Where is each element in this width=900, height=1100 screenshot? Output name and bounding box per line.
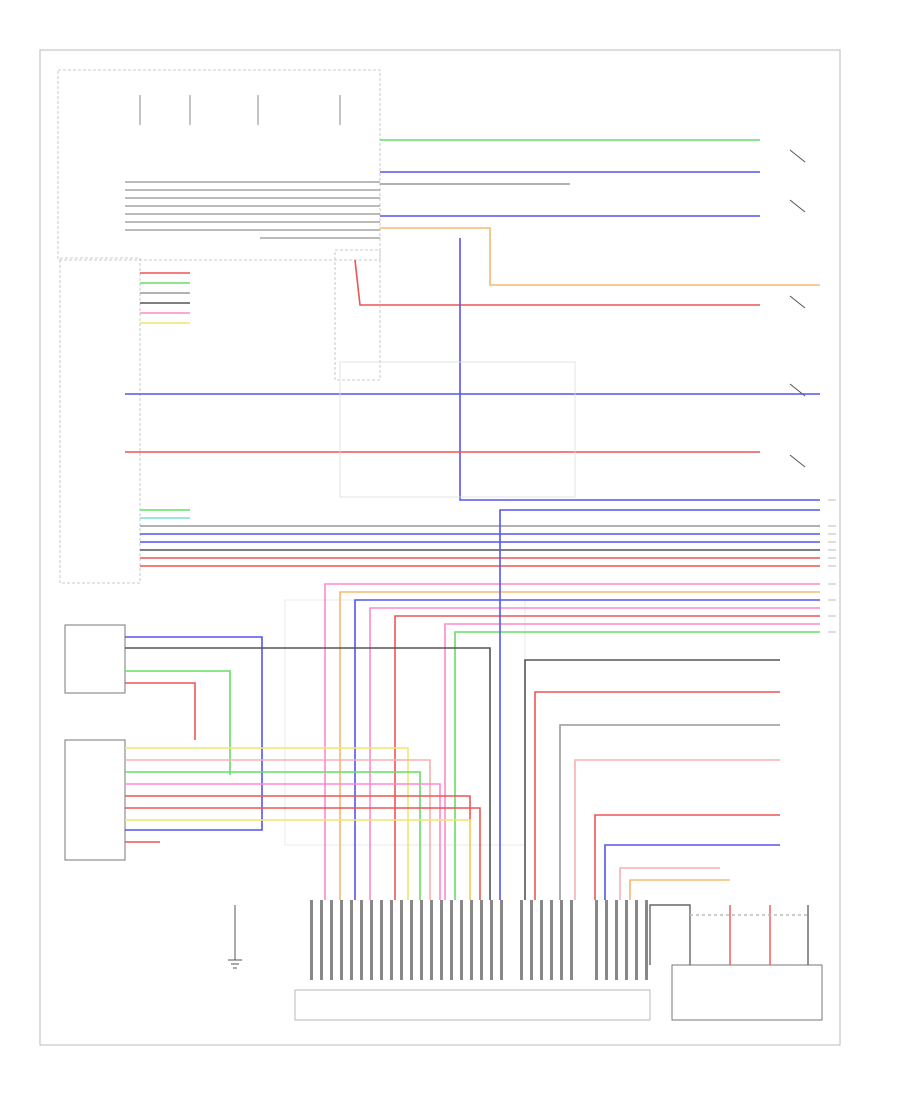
left-module-2 [64,739,126,861]
right-bottom-drops [649,904,809,965]
center-connector-box [334,249,381,381]
switch-symbols [789,149,806,468]
ground-symbol [228,905,242,969]
left-pin-wires [140,272,190,324]
top-module-box [57,69,381,261]
faint-box-1 [339,361,576,498]
top-box-harness [125,181,380,239]
bottom-connector-pins [310,900,648,980]
top-right-wires [354,139,820,501]
left-side-box [59,257,141,584]
diagram-frame [39,49,841,1046]
right-edge-ticks [828,499,836,633]
bottom-center-module [294,989,651,1021]
fuse-stubs [139,95,341,125]
bottom-right-module [671,964,823,1021]
descending-wires [324,509,820,900]
left-module-wires [125,636,491,900]
left-module-1 [64,624,126,694]
middle-long-wires [125,393,820,567]
